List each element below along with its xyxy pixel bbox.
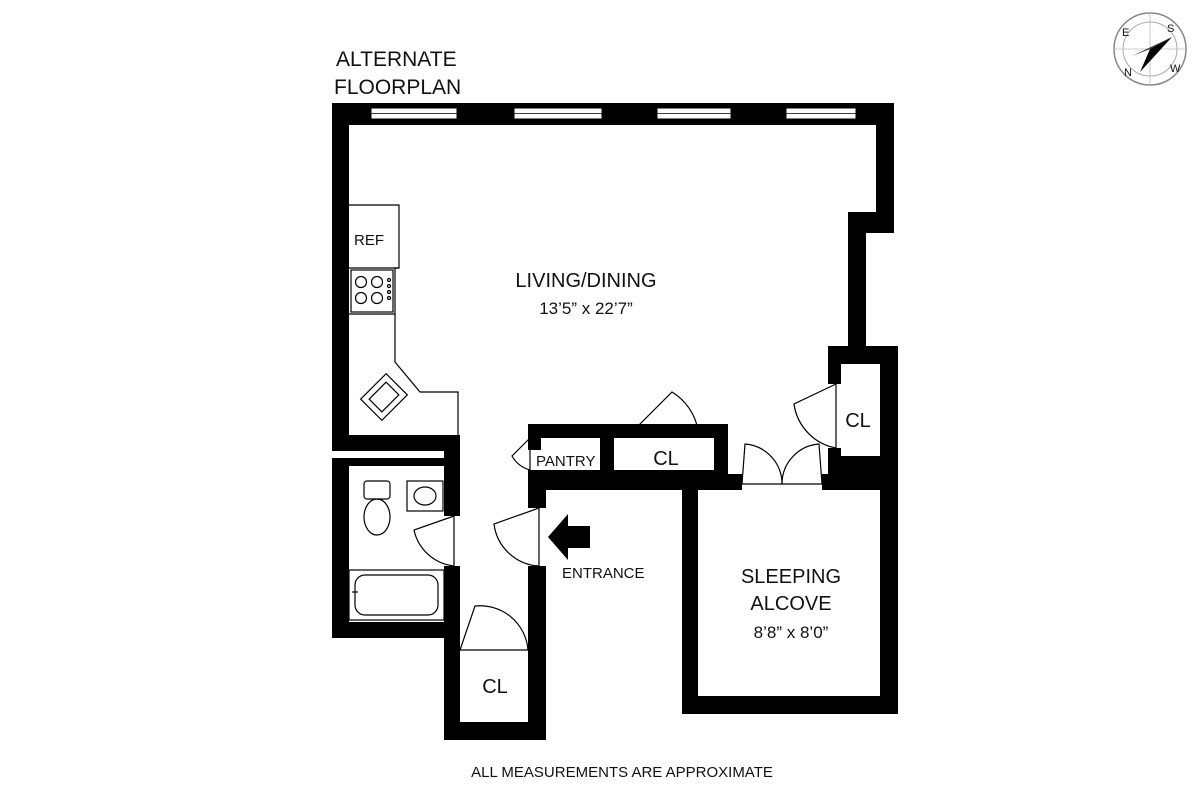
compass-letter-e: E	[1122, 27, 1129, 39]
sleeping-alcove-label-line1: SLEEPING	[741, 566, 841, 588]
compass-letter-w: W	[1170, 63, 1181, 75]
compass-letter-n: N	[1124, 67, 1132, 79]
windows	[370, 107, 857, 120]
alcove-double-door	[741, 443, 823, 485]
measurements-note: ALL MEASUREMENTS ARE APPROXIMATE	[471, 764, 773, 781]
plan-title-line1: ALTERNATE	[336, 48, 457, 71]
bathroom-door	[413, 515, 455, 567]
ref-label: REF	[354, 232, 384, 249]
living-dining-label: LIVING/DINING	[515, 270, 656, 292]
walls	[332, 103, 898, 740]
center-closet-door	[633, 391, 699, 431]
living-dining-dims: 13’5” x 22’7”	[539, 299, 633, 318]
right-closet-door	[793, 383, 837, 449]
plan-title-line2: FLOORPLAN	[334, 76, 461, 99]
bathroom-sink-icon	[406, 480, 444, 512]
entrance-label: ENTRANCE	[562, 565, 645, 582]
pantry-door	[511, 437, 531, 471]
stove-icon	[350, 269, 394, 313]
kitchen-counter	[349, 204, 459, 435]
sleeping-alcove-label-line2: ALCOVE	[750, 593, 831, 615]
bottom-closet-door	[459, 605, 529, 651]
bathtub-icon	[348, 569, 445, 621]
pantry-label: PANTRY	[536, 453, 595, 470]
compass-icon: S E N W	[1113, 12, 1187, 86]
closet-center-label: CL	[653, 448, 679, 470]
closet-right-label: CL	[845, 410, 871, 432]
toilet-icon	[363, 480, 391, 536]
entrance-arrow-icon	[548, 514, 590, 560]
compass-letter-s: S	[1167, 23, 1174, 35]
entry-door	[493, 507, 540, 567]
kitchen-sink-icon	[359, 372, 409, 422]
sleeping-alcove-dims: 8’8” x 8’0”	[754, 623, 829, 642]
closet-bottom-label: CL	[482, 676, 508, 698]
